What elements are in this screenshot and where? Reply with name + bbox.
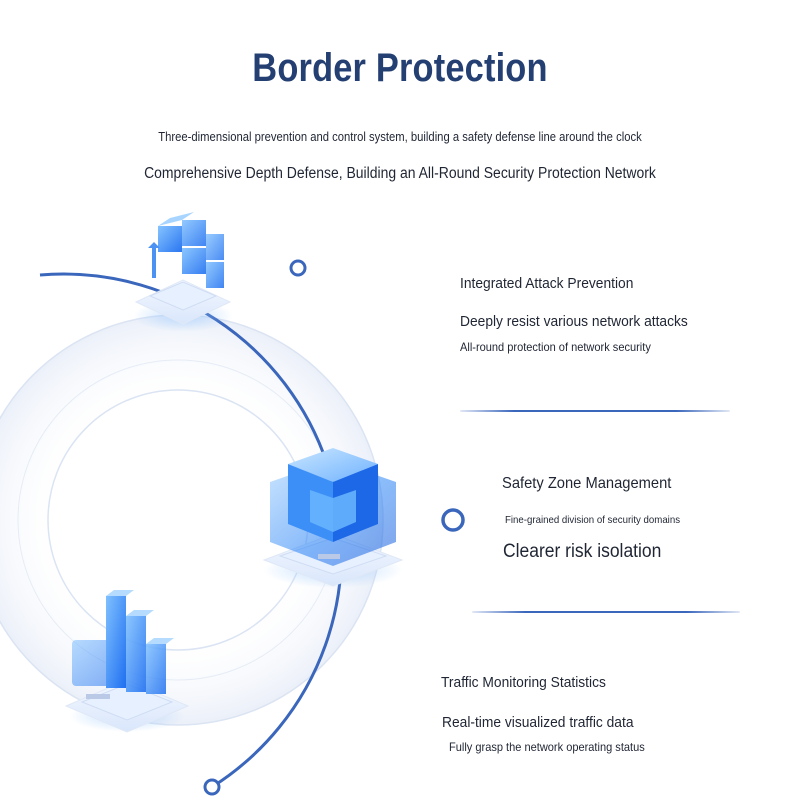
feature-3-line-2: Fully grasp the network operating status <box>449 740 645 754</box>
page-tagline: Comprehensive Depth Defense, Building an… <box>144 165 656 182</box>
feature-2-divider <box>472 611 740 613</box>
feature-2-line-1: Fine-grained division of security domain… <box>505 514 681 526</box>
security-core-cube-icon <box>262 448 404 588</box>
feature-2-heading: Safety Zone Management <box>502 475 672 492</box>
page-subtitle: Three-dimensional prevention and control… <box>158 130 642 144</box>
feature-1-line-1: Deeply resist various network attacks <box>460 313 688 330</box>
feature-3-line-1: Real-time visualized traffic data <box>442 714 634 731</box>
feature-1-divider <box>460 410 730 412</box>
stacked-cubes-icon <box>133 212 233 332</box>
feature-1-heading: Integrated Attack Prevention <box>460 275 634 292</box>
orbit-node-middle <box>441 508 465 532</box>
feature-1-line-2: All-round protection of network security <box>460 340 651 354</box>
page-title: Border Protection <box>252 46 548 90</box>
feature-3-heading: Traffic Monitoring Statistics <box>441 674 606 691</box>
feature-2-line-2: Clearer risk isolation <box>503 541 662 562</box>
bar-chart-icon <box>64 590 190 733</box>
orbit-node-bottom <box>203 778 221 796</box>
orbit-node-top <box>289 259 307 277</box>
